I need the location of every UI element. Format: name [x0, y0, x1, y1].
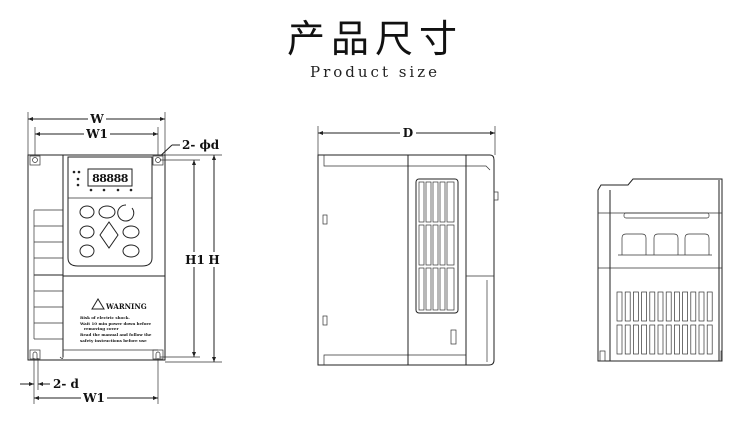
drive-body: [27, 154, 166, 361]
up-down-button-icon: [99, 221, 119, 249]
vent-slot: [649, 291, 656, 322]
dim-label-w1-top: W1: [85, 127, 108, 141]
svg-text:Read the manual and follow the: Read the manual and follow the: [80, 332, 152, 337]
prg-button-icon: [79, 205, 95, 219]
end-view: [597, 178, 723, 362]
stop-button-icon: [122, 225, 140, 239]
potentiometer-knob-icon: [117, 204, 135, 222]
vent-slot: [624, 324, 631, 355]
vent-slot: [682, 324, 688, 355]
svg-text:Risk of electric shock.: Risk of electric shock.: [80, 315, 130, 320]
dim-label-h: H: [208, 253, 219, 267]
enter-button-icon: [122, 244, 140, 258]
shift-button-icon: [79, 225, 95, 239]
vent-slot: [624, 291, 631, 322]
page-subtitle: Product size: [309, 63, 441, 81]
vent-slots: [418, 181, 455, 311]
vent-slot: [657, 291, 664, 322]
vent-slot: [641, 291, 647, 322]
vent-slot: [641, 324, 647, 355]
vent-slot: [698, 291, 705, 322]
warning-text: Risk of electric shock. Wait 10 min powe…: [79, 315, 152, 343]
dim-label-w: W: [89, 112, 104, 126]
led-display: [87, 168, 133, 187]
end-body: [597, 178, 723, 362]
vent-slot: [633, 324, 639, 355]
side-view: D: [317, 125, 499, 366]
end-vent-slots: [616, 291, 713, 355]
dim-label-slot: 2- d: [53, 377, 80, 391]
svg-text:safety instructions before use: safety instructions before use: [80, 338, 147, 343]
page-title: 产品尺寸: [286, 17, 463, 61]
vent-panel: [415, 178, 459, 314]
warning-title: WARNING: [105, 302, 147, 311]
warning-triangle-icon: [91, 298, 105, 310]
vent-slot: [665, 291, 672, 322]
vent-slot: [690, 291, 697, 322]
vent-slot: [657, 324, 664, 355]
vent-slot: [665, 324, 672, 355]
dim-label-d: D: [403, 126, 413, 140]
keypad-panel: [67, 156, 153, 267]
vent-slot: [706, 291, 713, 322]
dim-label-w1-bottom: W1: [82, 391, 105, 405]
vent-slot: [649, 324, 656, 355]
dim-label-hole-diameter: 2- ϕd: [182, 138, 220, 152]
vent-slot: [674, 291, 680, 322]
dim-label-h1: H1: [185, 253, 205, 267]
display-digits: 88888: [92, 172, 129, 185]
front-view: W W1 2- ϕd 88888: [20, 111, 222, 405]
mfk-button-icon: [98, 205, 116, 219]
side-body: [317, 154, 495, 366]
run-button-icon: [79, 244, 95, 258]
vent-slot: [682, 291, 688, 322]
vent-slot: [633, 291, 639, 322]
vent-slot: [698, 324, 705, 355]
vent-slot: [706, 324, 713, 355]
svg-text:removing cover: removing cover: [84, 326, 119, 331]
vent-slot: [616, 324, 623, 355]
vent-slot: [616, 291, 623, 322]
vent-slot: [674, 324, 680, 355]
vent-slot: [690, 324, 697, 355]
svg-text:Wait 10 min power down before: Wait 10 min power down before: [79, 321, 152, 326]
